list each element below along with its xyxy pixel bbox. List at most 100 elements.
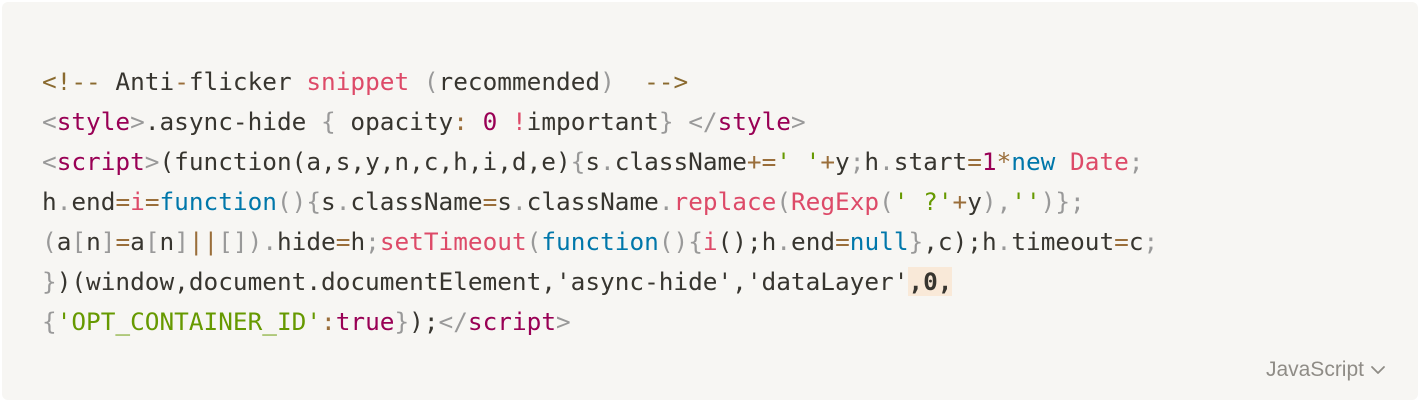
code-token: < <box>42 147 57 176</box>
code-line: (a[n]=a[n]||[]).hide=h;setTimeout(functi… <box>42 222 1158 262</box>
code-token: ' ?' <box>893 187 953 216</box>
code-token: . <box>335 187 351 216</box>
code-token: replace <box>673 187 777 216</box>
code-token: = <box>482 187 498 216</box>
code-token: ' ' <box>776 147 821 176</box>
code-line: <script>(function(a,s,y,n,c,h,i,d,e){s.c… <box>42 142 1158 182</box>
code-line: {'OPT_CONTAINER_ID':true});</script> <box>42 302 1158 342</box>
code-token: 0 <box>482 107 498 136</box>
code-token: className <box>614 147 747 176</box>
code-token: : <box>453 107 468 136</box>
code-token: . <box>56 187 72 216</box>
code-token: h <box>42 187 57 216</box>
code-token: } <box>394 307 410 336</box>
code-token: new <box>1011 147 1056 176</box>
code-token: className <box>526 187 659 216</box>
code-token: className <box>350 187 483 216</box>
code-token: = <box>835 227 850 256</box>
code-token: hide <box>277 227 336 256</box>
code-token: </ <box>688 107 718 136</box>
code-token: + <box>820 147 836 176</box>
code-token: 1 <box>981 147 997 176</box>
code-token: ) <box>600 67 615 96</box>
code-token: y <box>835 147 850 176</box>
code-token: function <box>159 187 277 216</box>
code-token: style <box>717 107 791 136</box>
code-token: snippet <box>306 67 410 96</box>
code-token: timeout <box>1011 227 1115 256</box>
code-token: } <box>908 227 924 256</box>
code-token: > <box>556 307 571 336</box>
code-token: recommended <box>438 67 601 96</box>
code-token: flicker <box>188 67 307 96</box>
code-token: . <box>996 227 1012 256</box>
code-token: + <box>952 187 968 216</box>
code-token: s <box>321 187 336 216</box>
code-token: || <box>188 227 219 256</box>
code-token: > <box>130 107 145 136</box>
code-token: = <box>335 227 351 256</box>
code-token <box>1055 147 1070 176</box>
code-token: = <box>115 187 131 216</box>
code-token: < <box>42 107 57 136</box>
code-token: )(window,document.documentElement,'async… <box>56 267 909 296</box>
code-token: > <box>144 147 160 176</box>
code-token: { <box>306 187 322 216</box>
code-token: . <box>511 187 527 216</box>
code-token: = <box>144 187 160 216</box>
code-token: c <box>1128 227 1144 256</box>
code-token: , <box>996 187 1012 216</box>
code-token: end <box>71 187 116 216</box>
code-token: 'OPT_CONTAINER_ID' <box>56 307 322 336</box>
language-selector[interactable]: JavaScript <box>1266 358 1386 382</box>
code-token: - <box>174 67 189 96</box>
code-token: { <box>688 227 703 256</box>
code-token: . <box>776 227 792 256</box>
chevron-down-icon <box>1370 365 1386 375</box>
code-token: h <box>761 227 777 256</box>
code-token: } <box>1055 187 1071 216</box>
code-token: s <box>497 187 512 216</box>
code-token: opacity <box>335 107 454 136</box>
code-token <box>468 107 483 136</box>
code-token: style <box>56 107 131 136</box>
code-token: () <box>658 227 689 256</box>
code-token: ] <box>100 227 116 256</box>
code-token: i <box>130 187 145 216</box>
code-line: })(window,document.documentElement,'asyn… <box>42 262 1158 302</box>
code-token: ) <box>1040 187 1056 216</box>
code-token: start <box>893 147 968 176</box>
code-token: ,0, <box>908 267 953 296</box>
language-label: JavaScript <box>1265 358 1364 381</box>
code-token: ; <box>1128 147 1144 176</box>
code-token: > <box>791 107 806 136</box>
code-token: } <box>658 107 674 136</box>
code-token: . <box>262 227 277 256</box>
code-token: null <box>849 227 909 256</box>
code-token: Anti <box>100 67 175 96</box>
code-token: end <box>791 227 836 256</box>
code-token: ; <box>1070 187 1085 216</box>
code-token: </ <box>438 307 468 336</box>
code-token: = <box>1114 227 1129 256</box>
code-token: (); <box>717 227 762 256</box>
code-token: [ <box>71 227 87 256</box>
code-token: . <box>600 147 615 176</box>
code-content[interactable]: <!-- Anti-flicker snippet (recommended) … <box>42 62 1158 342</box>
code-token: { <box>321 107 336 136</box>
code-token: important <box>526 107 659 136</box>
code-token: { <box>570 147 586 176</box>
code-token: h <box>981 227 997 256</box>
code-token: ] <box>174 227 189 256</box>
code-token: ; <box>1143 227 1159 256</box>
code-token: Date <box>1070 147 1129 176</box>
code-token: s <box>585 147 601 176</box>
code-token: setTimeout <box>379 227 527 256</box>
code-token: ( <box>526 227 542 256</box>
code-token: () <box>276 187 307 216</box>
code-token: ! <box>511 107 527 136</box>
code-token <box>615 67 644 96</box>
code-token: a <box>130 227 145 256</box>
code-token: true <box>335 307 395 336</box>
